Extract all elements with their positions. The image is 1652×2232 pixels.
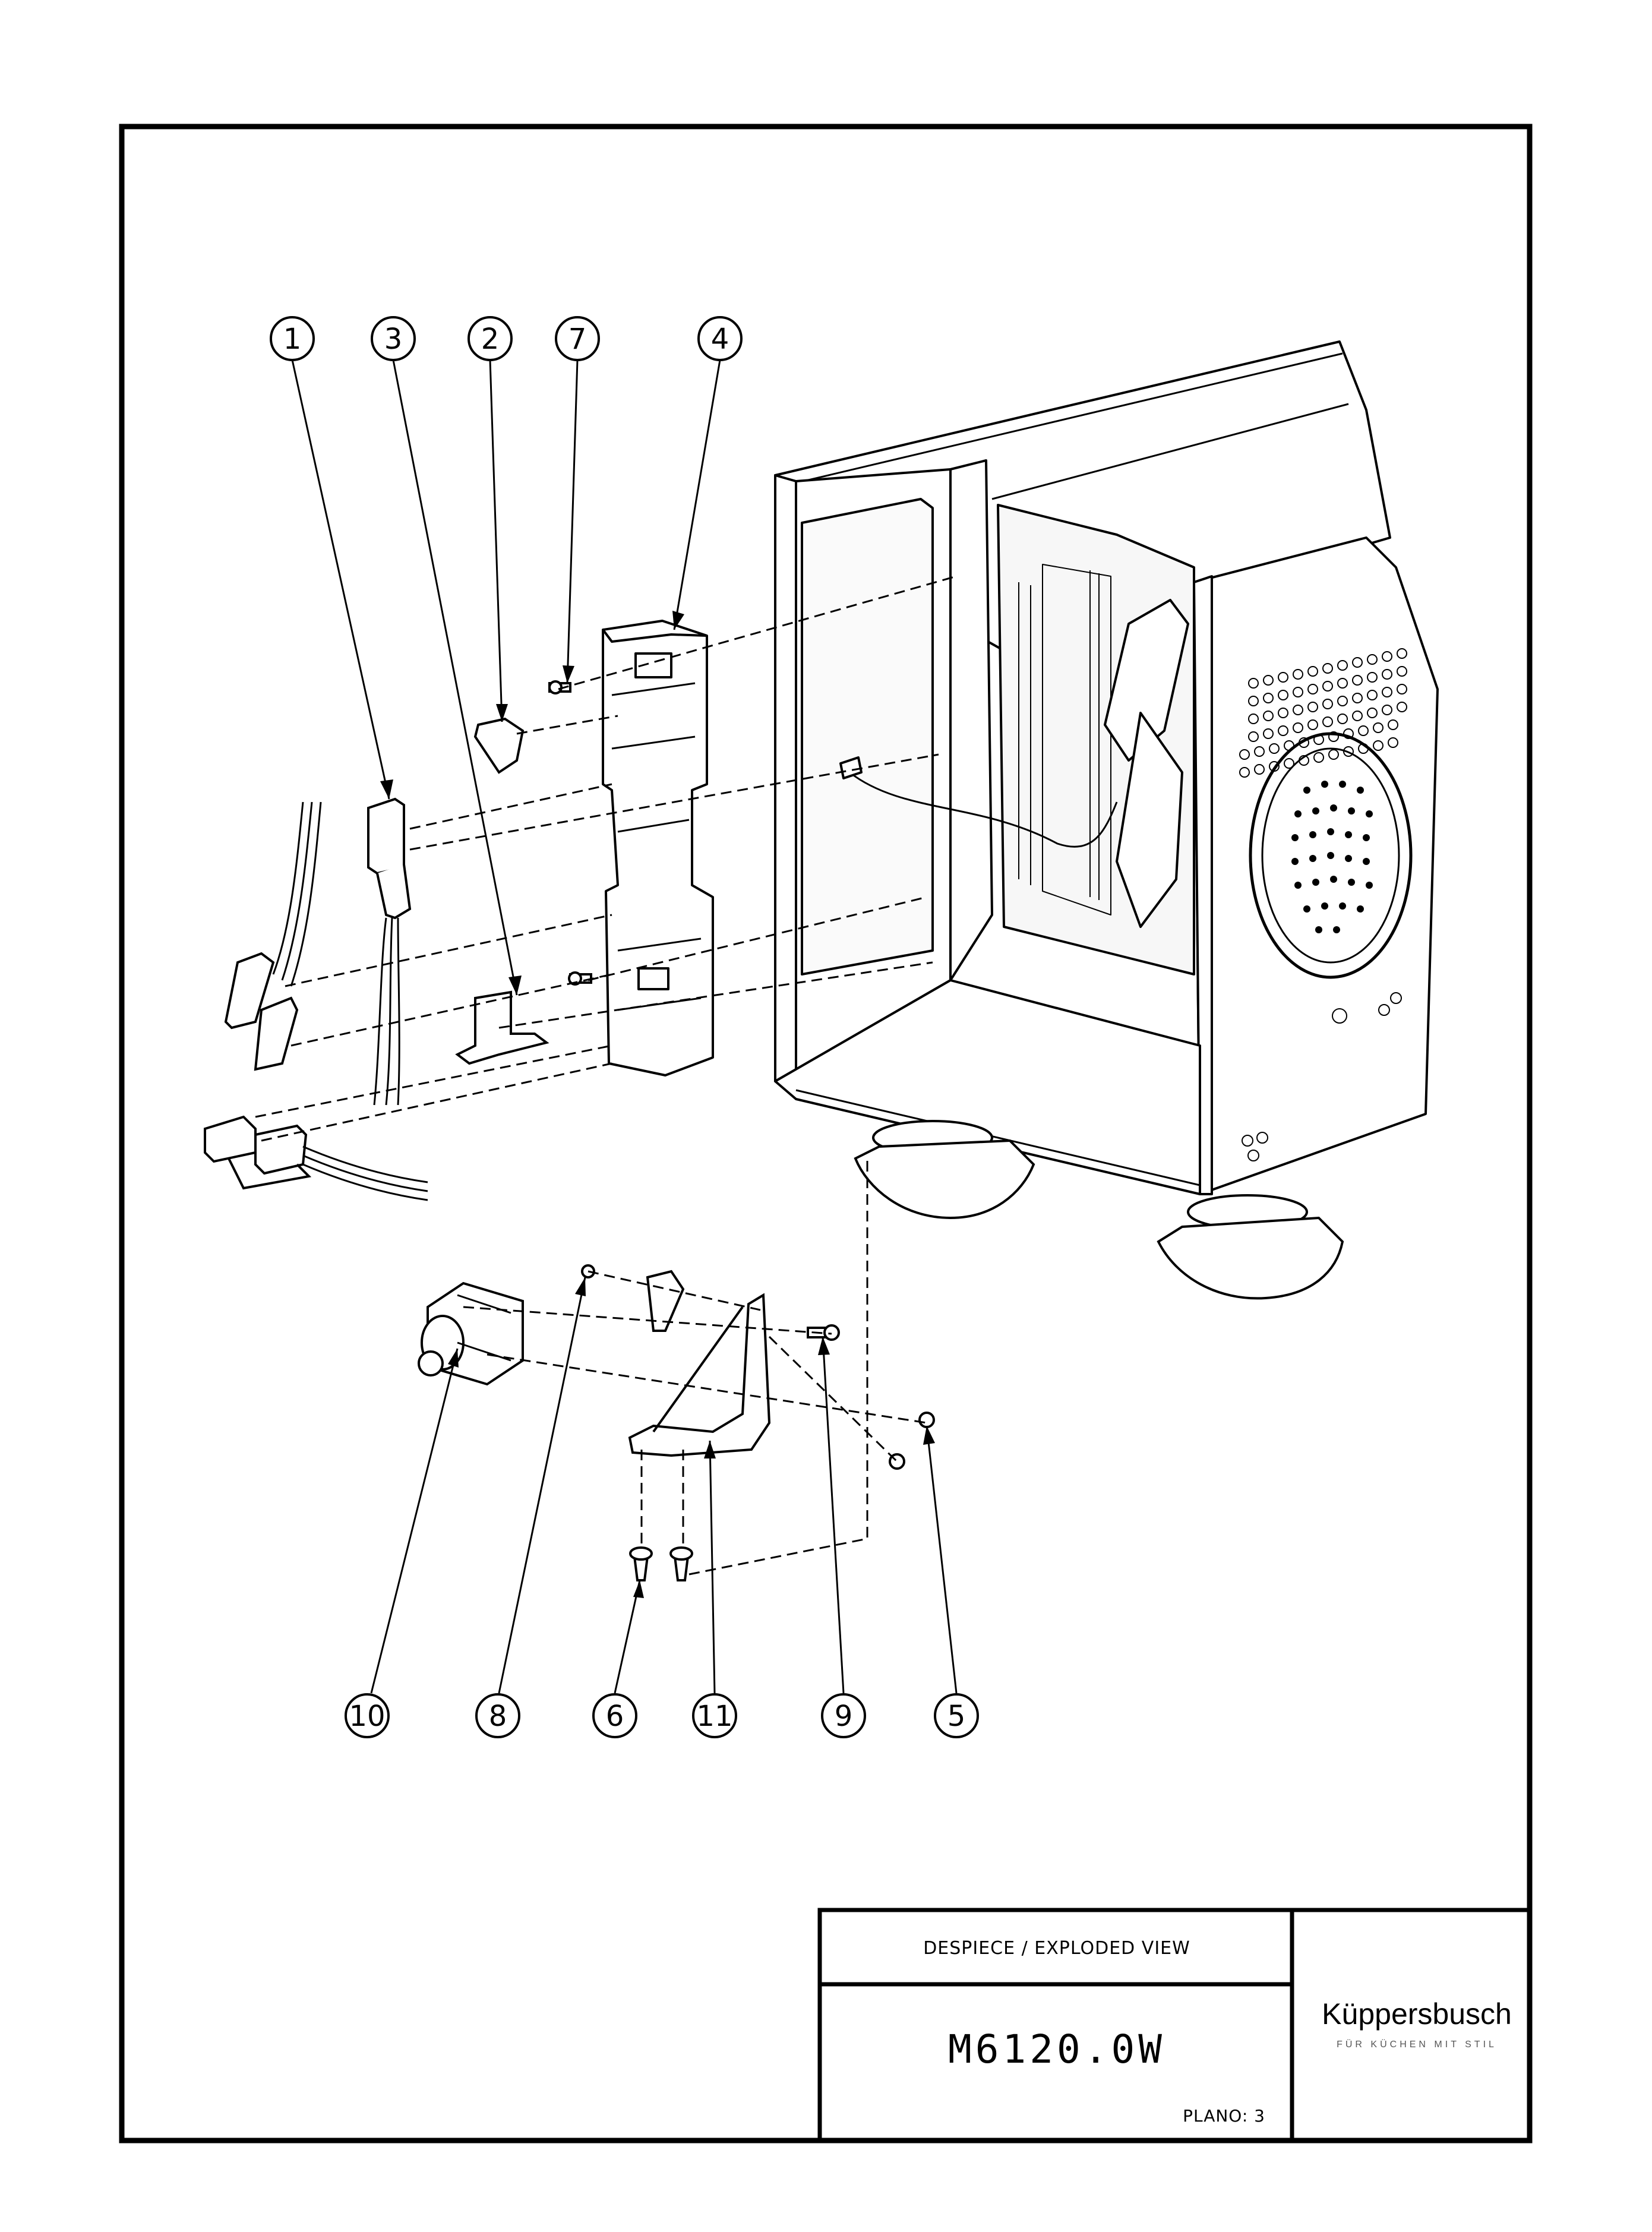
callout-9: 9 <box>821 1693 866 1738</box>
callout-3-label: 3 <box>384 323 403 356</box>
callout-3: 3 <box>371 316 416 361</box>
brand-logo: Küppersbusch <box>1322 1997 1512 2031</box>
callout-1-label: 1 <box>283 323 302 356</box>
model-number: M6120.0W <box>948 2026 1165 2072</box>
callout-6: 6 <box>592 1693 637 1738</box>
callout-2: 2 <box>468 316 513 361</box>
callout-1: 1 <box>270 316 315 361</box>
callout-4-label: 4 <box>711 323 729 356</box>
callout-10: 10 <box>345 1693 390 1738</box>
callout-8-label: 8 <box>489 1700 507 1733</box>
callout-5-label: 5 <box>947 1700 966 1733</box>
microswitch-part-1 <box>367 797 412 1106</box>
title-block-title: DESPIECE / EXPLODED VIEW <box>923 1938 1190 1959</box>
callout-4: 4 <box>697 316 743 361</box>
microwave-chassis <box>774 340 1439 1195</box>
callout-6-label: 6 <box>606 1700 624 1733</box>
callout-10-label: 10 <box>349 1700 385 1733</box>
callout-7: 7 <box>555 316 600 361</box>
leader-arrows <box>380 611 935 1598</box>
callouts: 1 3 2 7 4 10 8 6 11 9 5 <box>270 316 979 1738</box>
callout-11: 11 <box>692 1693 737 1738</box>
callout-9-label: 9 <box>835 1700 853 1733</box>
callout-2-label: 2 <box>481 323 500 356</box>
assembly-lines <box>255 575 957 1576</box>
lever-part-2 <box>473 717 525 774</box>
microswitch-bottom <box>204 1115 428 1201</box>
angle-bracket-part-11 <box>628 1293 771 1457</box>
brand-tagline: FÜR KÜCHEN MIT STIL <box>1337 2040 1497 2050</box>
plano-number: PLANO: 3 <box>1183 2106 1265 2126</box>
vent-holes <box>1239 648 1413 1161</box>
callout-11-label: 11 <box>696 1700 732 1733</box>
solenoid-part-10 <box>418 1281 524 1386</box>
latch-bracket-part-4 <box>602 620 714 1076</box>
callout-8: 8 <box>475 1693 520 1738</box>
screw-part-7 <box>548 680 571 694</box>
leader-lines <box>291 359 958 1694</box>
callout-7-label: 7 <box>568 323 587 356</box>
callout-5: 5 <box>934 1693 979 1738</box>
microswitch-pair <box>224 801 322 1071</box>
feet <box>854 1120 1344 1300</box>
title-block <box>817 1908 1532 2143</box>
